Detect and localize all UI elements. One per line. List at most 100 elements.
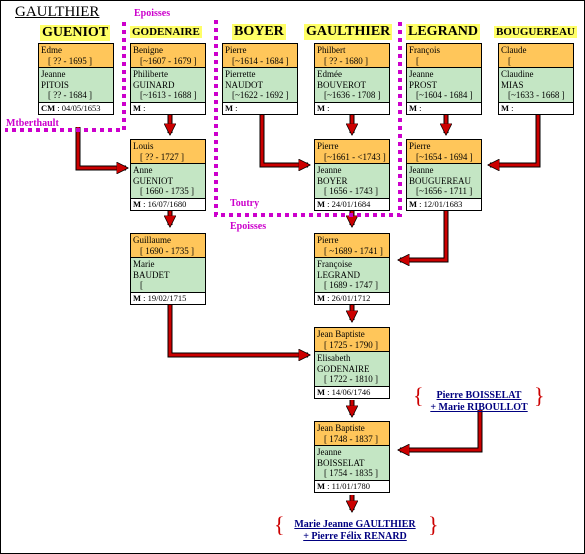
wife-dates: [ 1754 - 1835 ] [324,468,378,478]
husband-name: Jean Baptiste [317,423,365,433]
boundary-epoisses-top [5,22,126,132]
arrow-c1-c7 [76,127,126,168]
marriage-cell: M : [130,101,206,115]
marriage-cell: CM : 04/05/1653 [38,101,114,115]
wife-surname: BOUVEROT [317,79,366,90]
family-label-boyer: BOYER [232,24,286,40]
husband-cell: Jean Baptiste[ 1725 - 1790 ] [314,327,390,351]
marriage-label: M [409,102,418,113]
marriage-cell: M : 16/07/1680 [130,197,206,211]
wife-dates: [~1622 - 1692 ] [232,90,289,100]
husband-dates: [ ?? - 1680 ] [324,55,368,66]
marriage-label: M [501,102,510,113]
arrow-boisselat-c13 [400,410,482,450]
boisselat-link-line2[interactable]: + Marie RIBOULLOT [430,402,528,413]
husband-cell: Pierre[ ~1689 - 1741 ] [314,233,390,257]
family-label-bouguereau: BOUGUEREAU [494,26,577,38]
wife-surname: PROST [409,79,438,90]
wife-name: Jeanne [41,69,66,79]
marriage-label: M [317,480,326,491]
marriage-label: M [225,102,234,113]
arrow-c10-c12 [168,305,308,355]
wife-surname: GODENAIRE [317,363,370,374]
husband-cell: Benigne[~1607 - 1679 ] [130,43,206,67]
marriage-date: : 12/01/1683 [417,198,463,209]
husband-cell: Edme[ ?? - 1695 ] [38,43,114,67]
husband-cell: Claude[ [498,43,574,67]
wife-surname: LEGRAND [317,269,360,280]
wife-surname: BOISSELAT [317,457,365,468]
wife-dates: [~1636 - 1708 ] [324,90,381,100]
wife-name: Philiberte [133,69,168,79]
wife-surname: BAUDET [133,269,170,280]
brace-right-icon: } [428,512,439,537]
marriage-cell: M : 26/01/1712 [314,291,390,305]
husband-name: Jean Baptiste [317,329,365,339]
place-label-toutry: Toutry [230,198,260,209]
husband-name: Pierre [225,45,247,55]
marriage-date: : [417,102,422,113]
wife-name: Jeanne [409,69,434,79]
husband-name: Louis [133,141,154,151]
marriage-label: M [409,198,418,209]
marriage-cell: M : [498,101,574,115]
marriage-date: : 26/01/1712 [325,292,371,303]
wife-name: Elisabeth [317,353,351,363]
wife-dates: [~1613 - 1688 ] [140,90,197,100]
boisselat-parents-link[interactable]: Pierre BOISSELAT + Marie RIBOULLOT [424,390,534,414]
wife-surname: PITOIS [41,79,69,90]
marriage-cell: M : 14/06/1746 [314,385,390,399]
husband-dates: [~1654 - 1694 ] [416,151,473,162]
marriage-date: : [141,102,146,113]
marriage-date: : [325,102,330,113]
wife-dates: [ 1722 - 1810 ] [324,374,378,384]
marriage-label: M [133,102,142,113]
husband-name: Philbert [317,45,346,55]
brace-left-icon: { [413,383,424,408]
marriage-label: M [133,198,142,209]
husband-dates: [ [508,55,511,66]
marriage-cell: M : [314,101,390,115]
marriage-date: : 11/01/1780 [325,480,371,491]
wife-dates: [ 1656 - 1743 ] [324,186,378,196]
arrow-c9-c11 [400,210,448,260]
wife-name: Jeanne [317,165,342,175]
arrow-c3-c8 [260,115,308,165]
marriage-cell: M : 11/01/1780 [314,479,390,493]
marriage-label: CM [41,102,56,113]
child-link[interactable]: Marie Jeanne GAULTHIER + Pierre Félix RE… [284,519,426,543]
marriage-date: : 16/07/1680 [141,198,187,209]
husband-cell: Jean Baptiste[ 1748 - 1837 ] [314,421,390,445]
husband-dates: [~1661 - <1743 ] [324,151,386,162]
family-label-godenaire: GODENAIRE [130,26,202,38]
wife-surname: NAUDOT [225,79,263,90]
husband-name: Claude [501,45,527,55]
wife-dates: [ ?? - 1684 ] [48,90,92,100]
wife-name: Edmée [317,69,342,79]
husband-dates: [~1607 - 1679 ] [140,55,197,66]
wife-dates: [~1656 - 1711 ] [416,186,473,196]
family-label-legrand: LEGRAND [406,24,481,40]
wife-name: Jeanne [409,165,434,175]
child-link-line1[interactable]: Marie Jeanne GAULTHIER [294,519,416,530]
boisselat-link-line1[interactable]: Pierre BOISSELAT [436,390,522,401]
wife-name: Françoise [317,259,352,269]
husband-dates: [ 1690 - 1735 ] [140,245,194,256]
child-link-line2[interactable]: + Pierre Félix RENARD [303,531,407,542]
